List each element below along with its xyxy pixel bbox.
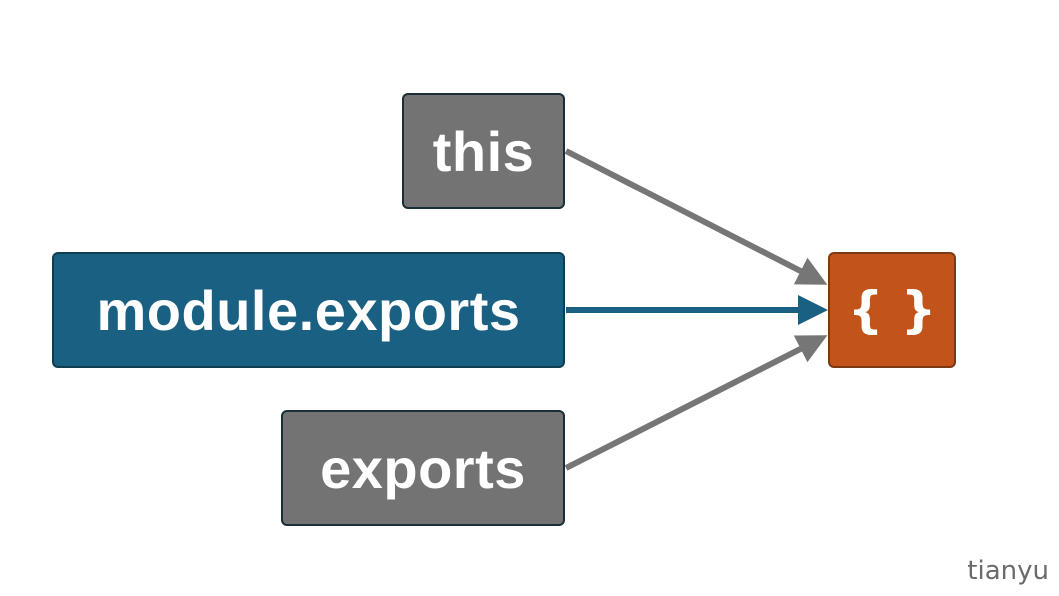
node-module-exports-label: module.exports [96,278,521,342]
node-this: this [402,93,565,209]
watermark: tianyu [967,556,1049,586]
node-exports-label: exports [320,436,526,500]
node-this-label: this [432,119,535,183]
node-object: { } [828,252,956,368]
arrow-exports-to-object [564,335,828,471]
node-object-label: { } [847,281,937,339]
node-module-exports: module.exports [52,252,565,368]
node-exports: exports [281,410,565,526]
arrow-this-to-object [564,148,828,285]
